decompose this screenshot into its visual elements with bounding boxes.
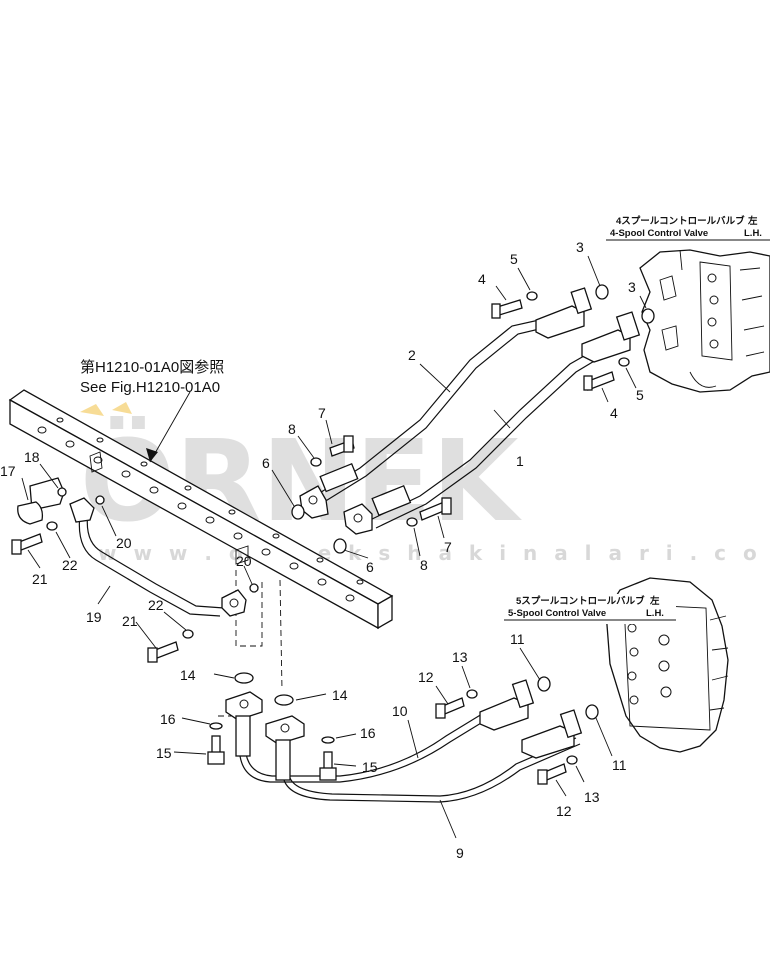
callout-part-19: 19 (86, 609, 102, 625)
valve-caption-jp-side: 左 (747, 215, 758, 227)
valve-caption-5-spool: 5スプールコントロールバルブ 左 5-Spool Control Valve L… (500, 594, 676, 624)
control-valve-4-spool (639, 249, 770, 393)
callout-part-12: 12 (556, 803, 572, 819)
valve-caption-en: 5-Spool Control Valve (508, 608, 606, 619)
reference-note-jp: 第H1210-01A0図参照 (80, 358, 224, 376)
watermark-url: w w w . o r n e k s h a k i n a l a r i … (98, 541, 770, 565)
watermark-accent-mark (80, 404, 104, 416)
callout-part-18: 18 (24, 449, 40, 465)
frame-rail (8, 389, 394, 630)
callout-part-1: 1 (516, 453, 524, 469)
callout-part-10: 10 (392, 703, 408, 719)
callout-part-12: 12 (418, 669, 434, 685)
callout-part-8: 8 (420, 557, 428, 573)
callout-part-21: 21 (122, 613, 138, 629)
callout-part-7: 7 (318, 405, 326, 421)
valve-caption-4-spool: 4スプールコントロールバルブ 左 4-Spool Control Valve L… (604, 214, 770, 244)
callout-part-5: 5 (636, 387, 644, 403)
part-callouts: 2 1 3 3 4 4 5 5 6 6 7 7 8 8 9 10 11 11 1… (0, 239, 644, 861)
callout-part-8: 8 (288, 421, 296, 437)
valve-caption-jp-side: 左 (649, 595, 660, 607)
callout-part-2: 2 (408, 347, 416, 363)
pipe-flanges (17, 287, 641, 781)
callout-part-14: 14 (332, 687, 348, 703)
callout-part-14: 14 (180, 667, 196, 683)
callout-part-15: 15 (156, 745, 172, 761)
callout-part-6: 6 (366, 559, 374, 575)
callout-part-4: 4 (478, 271, 486, 287)
valve-caption-en-side: L.H. (646, 608, 664, 619)
callout-part-3: 3 (576, 239, 584, 255)
callout-part-4: 4 (610, 405, 618, 421)
callout-part-13: 13 (584, 789, 600, 805)
callout-part-22: 22 (62, 557, 78, 573)
valve-caption-en: 4-Spool Control Valve (610, 228, 708, 239)
callout-part-3: 3 (628, 279, 636, 295)
callout-part-13: 13 (452, 649, 468, 665)
callout-part-15: 15 (362, 759, 378, 775)
callout-part-9: 9 (456, 845, 464, 861)
figure-reference-note: 第H1210-01A0図参照 See Fig.H1210-01A0 (80, 358, 224, 396)
callout-part-11: 11 (510, 631, 525, 647)
callout-part-22: 22 (148, 597, 164, 613)
callout-part-20: 20 (236, 553, 252, 569)
valve-caption-jp: 4スプールコントロールバルブ (616, 215, 745, 227)
valve-caption-en-side: L.H. (744, 228, 762, 239)
callout-part-17: 17 (0, 463, 16, 479)
callout-part-20: 20 (116, 535, 132, 551)
valve-caption-jp: 5スプールコントロールバルブ (516, 595, 645, 607)
leader-lines (21, 255, 647, 839)
callout-part-16: 16 (360, 725, 376, 741)
callout-part-7: 7 (444, 539, 452, 555)
callout-part-5: 5 (510, 251, 518, 267)
callout-part-11: 11 (612, 757, 627, 773)
callout-part-16: 16 (160, 711, 176, 727)
reference-note-en: See Fig.H1210-01A0 (80, 379, 220, 396)
watermark-accent-mark (112, 402, 132, 414)
fasteners (11, 284, 655, 785)
callout-part-6: 6 (262, 455, 270, 471)
callout-part-21: 21 (32, 571, 48, 587)
